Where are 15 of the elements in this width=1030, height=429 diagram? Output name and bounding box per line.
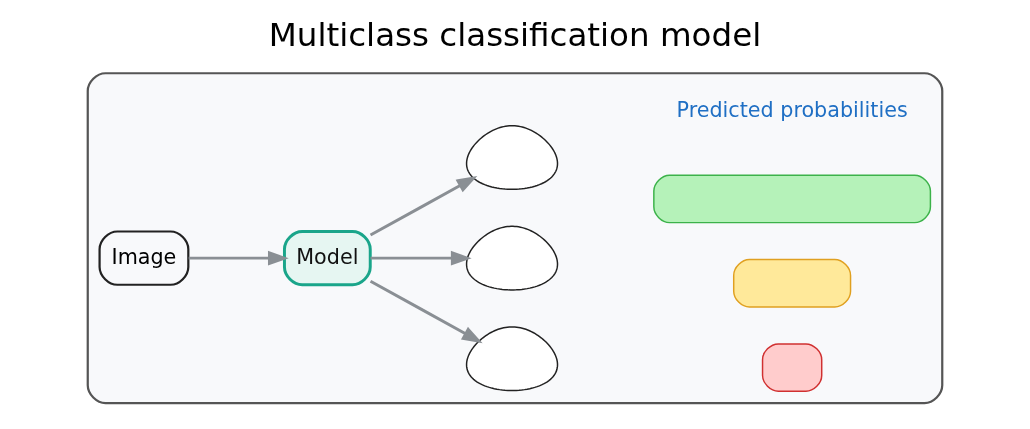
cluster (86, 72, 944, 405)
node-bar (653, 174, 932, 224)
node-hand (465, 326, 559, 392)
node-bar (732, 258, 852, 308)
arrow (370, 250, 472, 266)
arrow (369, 279, 483, 344)
node-hand (465, 125, 559, 191)
diagram-title: Multiclass classification model (268, 16, 762, 55)
arrow (369, 175, 478, 237)
node-box: Image (98, 230, 190, 286)
label: Predicted probabilities (676, 98, 908, 123)
arrow (188, 250, 289, 266)
node-hand (465, 225, 559, 291)
node-bar (761, 343, 823, 392)
node-box: Model (282, 230, 372, 287)
